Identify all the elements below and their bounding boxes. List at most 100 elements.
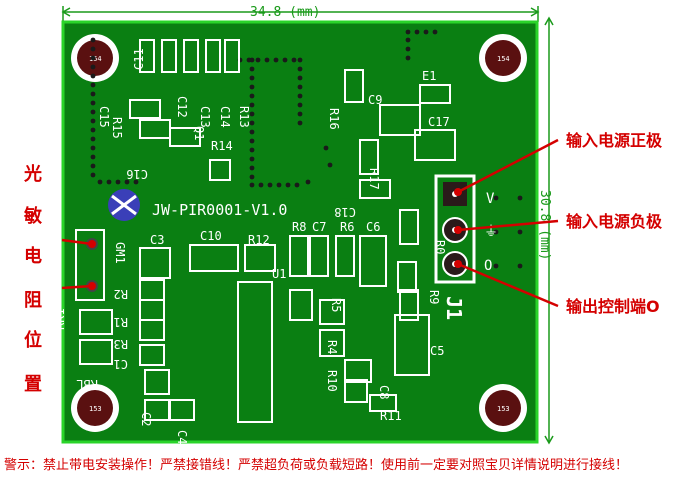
component-footprint [344, 69, 364, 103]
via-dot [90, 91, 96, 97]
mounting-hole-bottom-right: 153 [479, 384, 527, 432]
silk-label: C1 [114, 357, 128, 371]
via-dot [249, 84, 255, 90]
via-dot [285, 182, 291, 188]
via-dot [90, 37, 96, 43]
silk-label: R17 [367, 168, 381, 190]
via-dot [90, 73, 96, 79]
component-footprint [319, 329, 345, 357]
warning-text: 警示：禁止带电安装操作！严禁接错线！严禁超负荷或负载短路！使用前一定要对照宝贝详… [4, 458, 629, 473]
via-dot [255, 57, 261, 63]
component-footprint [399, 289, 419, 321]
silk-label: R10 [325, 370, 339, 392]
via-dot [90, 163, 96, 169]
component-footprint [139, 319, 165, 341]
via-dot [297, 75, 303, 81]
via-dot [323, 145, 329, 151]
component-footprint [414, 129, 456, 161]
silk-label: U1 [272, 267, 286, 281]
silk-label: GM1 [113, 242, 127, 264]
silk-label: Q1 [192, 126, 206, 140]
silk-label: C18 [334, 205, 356, 219]
via-dot [517, 229, 523, 235]
annotation-photoresistor-char: 电 [24, 245, 42, 267]
via-dot [432, 29, 438, 35]
component-footprint [144, 369, 170, 395]
silk-label: C6 [366, 220, 380, 234]
silk-label: C9 [368, 93, 382, 107]
via-dot [133, 179, 139, 185]
silk-label: R2 [114, 287, 128, 301]
via-dot [297, 102, 303, 108]
via-dot [106, 179, 112, 185]
pin-symbol-v: V [486, 191, 495, 207]
via-dot [90, 145, 96, 151]
component-footprint [183, 39, 199, 73]
component-footprint [139, 344, 165, 366]
annotation-output: 输出控制端O [566, 297, 660, 316]
via-dot [249, 156, 255, 162]
silk-label: R5 [329, 298, 343, 312]
component-footprint [79, 309, 113, 335]
via-dot [297, 111, 303, 117]
via-dot [517, 195, 523, 201]
component-footprint [79, 339, 113, 365]
via-dot [258, 182, 264, 188]
via-dot [423, 29, 429, 35]
annotation-photoresistor-char: 阻 [24, 290, 42, 311]
via-dot [90, 172, 96, 178]
via-dot [276, 182, 282, 188]
silk-label: RK1 [53, 308, 67, 330]
component-footprint [394, 314, 430, 376]
component-footprint [419, 84, 451, 104]
annotation-photoresistor-char: 位 [24, 329, 42, 351]
component-footprint [359, 139, 379, 175]
annotation-photoresistor-char: 置 [24, 374, 42, 395]
via-dot [249, 147, 255, 153]
via-dot [297, 57, 303, 63]
silk-label: C4 [175, 430, 189, 444]
via-dot [97, 179, 103, 185]
silk-label: C14 [218, 106, 232, 128]
via-dot [291, 57, 297, 63]
component-footprint [289, 289, 313, 321]
component-footprint [379, 104, 421, 136]
via-dot [405, 37, 411, 43]
component-footprint [397, 261, 417, 293]
component-footprint [169, 399, 195, 421]
via-dot [297, 93, 303, 99]
component-footprint [344, 379, 368, 403]
via-dot [90, 154, 96, 160]
via-dot [249, 174, 255, 180]
via-dot [273, 57, 279, 63]
via-dot [405, 46, 411, 52]
component-footprint [244, 244, 276, 272]
via-dot [282, 57, 288, 63]
dimension-top [61, 6, 540, 22]
component-footprint [189, 244, 239, 272]
via-dot [124, 179, 130, 185]
silk-label: R0 [433, 240, 447, 254]
silk-label: C10 [200, 229, 222, 243]
connector-label: J1 [442, 296, 466, 320]
via-dot [493, 195, 499, 201]
silk-label: RBL [76, 377, 98, 391]
via-dot [327, 162, 333, 168]
via-dot [264, 57, 270, 63]
via-dot [249, 111, 255, 117]
svg-text:153: 153 [497, 405, 510, 413]
component-footprint [344, 359, 372, 383]
component-footprint [224, 39, 240, 73]
silk-label: R1 [114, 315, 128, 329]
mounting-hole-bottom-left: 153 [71, 384, 119, 432]
via-dot [305, 179, 311, 185]
via-dot [90, 136, 96, 142]
via-dot [414, 29, 420, 35]
silk-label: C12 [175, 96, 189, 118]
annotation-input-positive: 输入电源正极 [566, 131, 663, 150]
via-dot [90, 100, 96, 106]
component-footprint [309, 235, 329, 277]
silk-label: C15 [97, 106, 111, 128]
